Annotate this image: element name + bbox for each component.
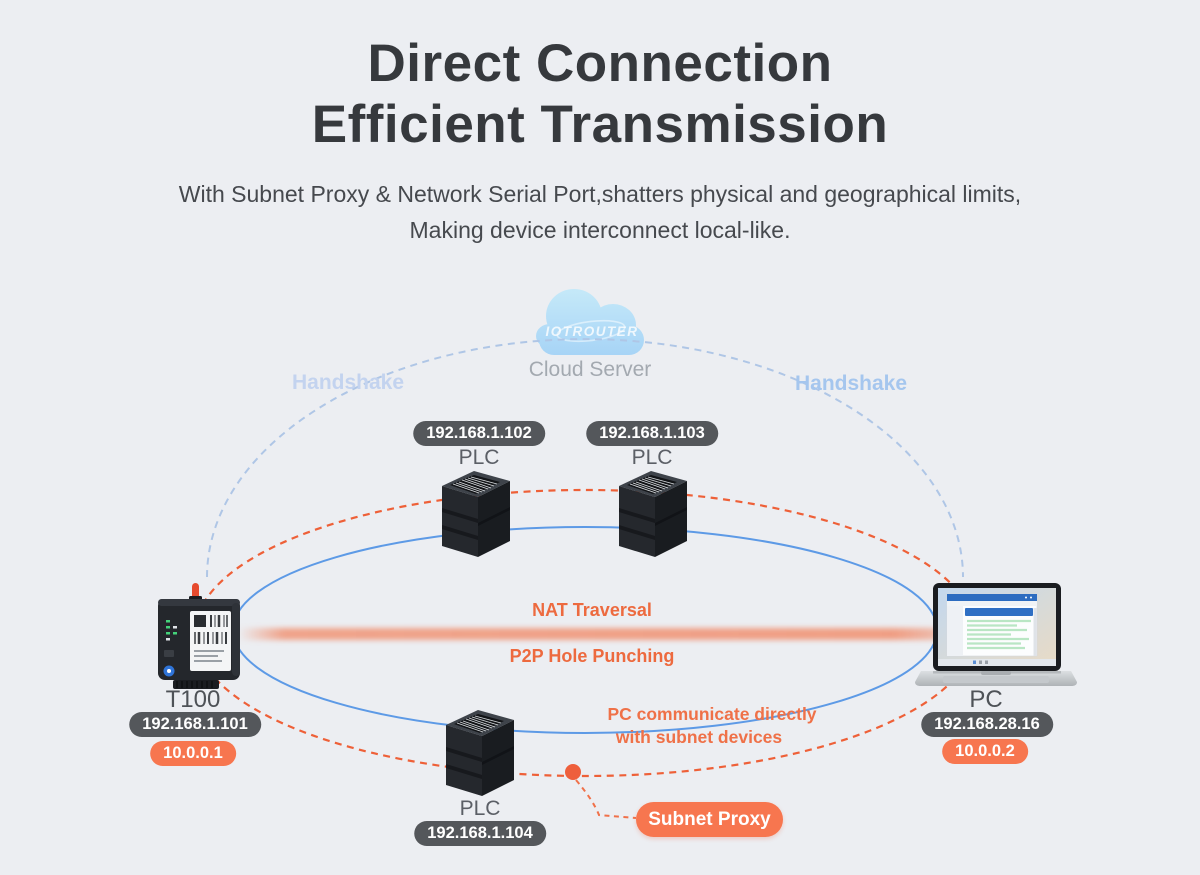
p2p-ring <box>193 488 977 778</box>
pc-direct-label-line2: with subnet devices <box>615 727 783 747</box>
page-subtitle: With Subnet Proxy & Network Serial Port,… <box>0 176 1200 248</box>
plc-bottom-label: PLC <box>459 797 501 820</box>
plc-icon <box>441 706 519 803</box>
laptop-icon <box>913 583 1079 694</box>
plc-top-left-ip-badge: 192.168.1.102 <box>413 421 545 446</box>
cloud-icon: IOTROUTER <box>527 283 657 361</box>
subtitle-line-1: With Subnet Proxy & Network Serial Port,… <box>178 181 1022 207</box>
p2p-hole-punching-label: P2P Hole Punching <box>509 646 675 666</box>
handshake-label-left: Handshake <box>292 371 405 394</box>
pc-label: PC <box>969 686 1003 713</box>
plc-icon <box>614 467 692 564</box>
page-title: Direct Connection Efficient Transmission <box>0 33 1200 155</box>
subnet-proxy-connector <box>575 779 637 819</box>
t100-tunnel-ip-badge: 10.0.0.1 <box>150 741 236 766</box>
subnet-proxy-dot <box>565 764 581 780</box>
title-line-2: Efficient Transmission <box>311 95 889 154</box>
plc-bottom-ip-badge: 192.168.1.104 <box>414 821 546 846</box>
plc-top-right-ip-badge: 192.168.1.103 <box>586 421 718 446</box>
pc-tunnel-ip-badge: 10.0.0.2 <box>942 739 1028 764</box>
t100-lan-ip-badge: 192.168.1.101 <box>129 712 261 737</box>
pc-lan-ip-badge: 192.168.28.16 <box>921 712 1053 737</box>
subnet-proxy-pill: Subnet Proxy <box>636 802 783 837</box>
nat-band <box>238 628 1010 640</box>
nat-traversal-label: NAT Traversal <box>532 600 652 620</box>
cloud-server-label: Cloud Server <box>528 358 652 381</box>
handshake-label-right: Handshake <box>795 372 908 395</box>
title-line-1: Direct Connection <box>367 34 833 93</box>
subtitle-line-2: Making device interconnect local-like. <box>409 217 791 243</box>
subnet-ring <box>232 526 938 734</box>
t100-label: T100 <box>165 686 221 713</box>
pc-direct-label-line1: PC communicate directly <box>607 704 817 724</box>
plc-icon <box>437 467 515 564</box>
router-icon <box>153 582 249 699</box>
cloud-logo-text: IOTROUTER <box>546 324 639 339</box>
